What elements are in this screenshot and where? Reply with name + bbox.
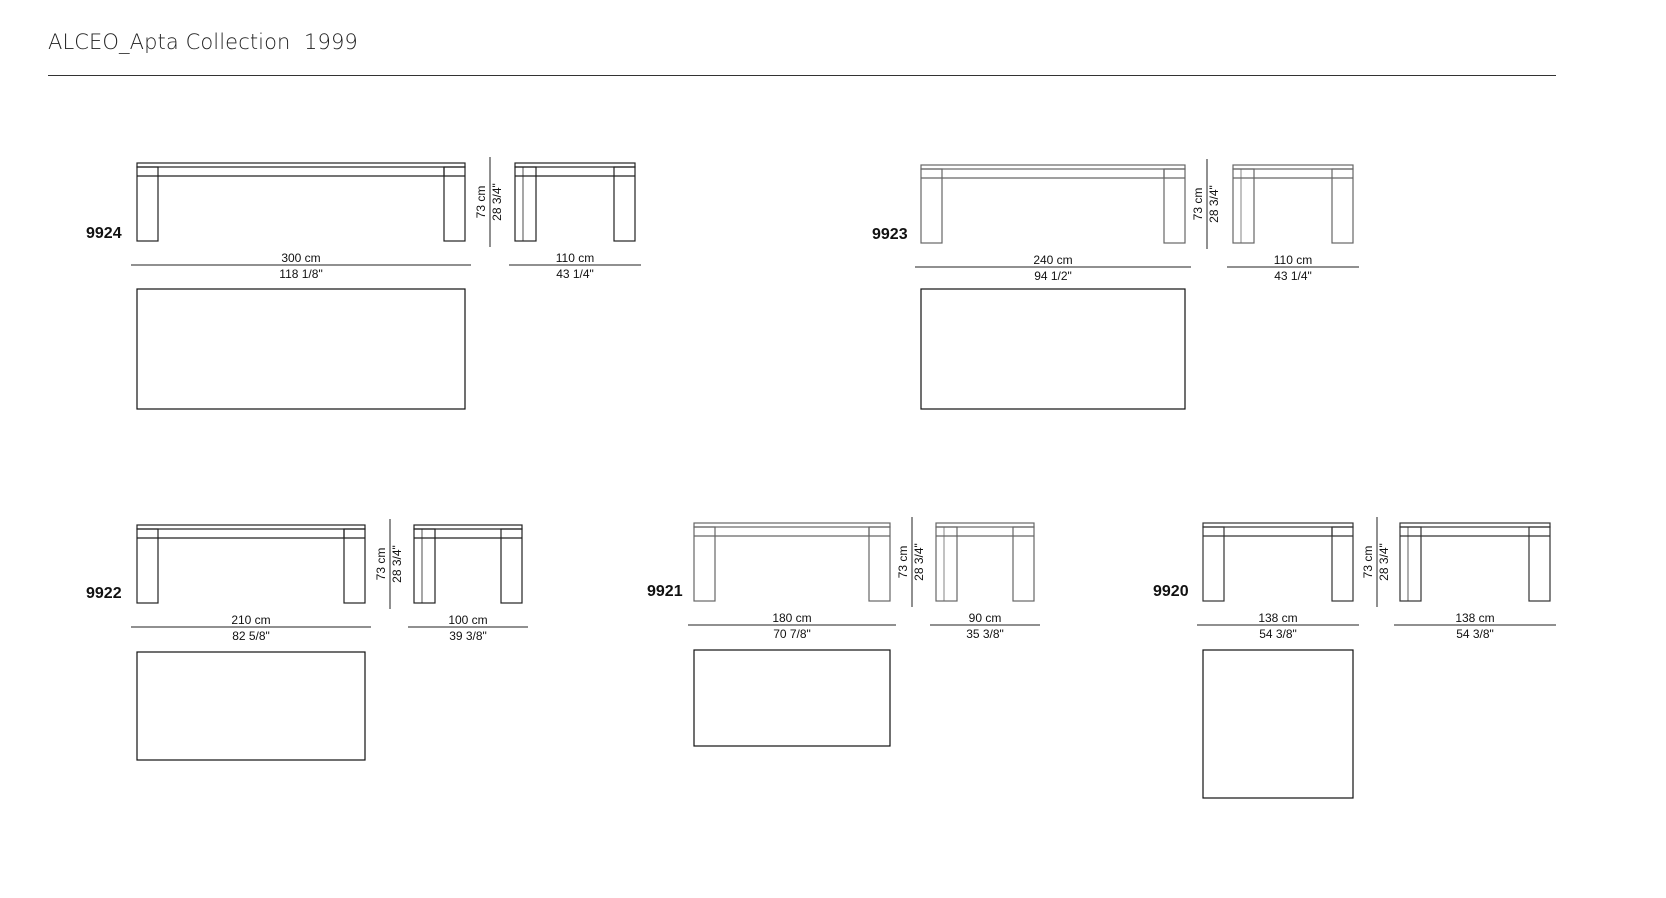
- depth-cm-label: 90 cm: [969, 611, 1002, 625]
- height-cm-label: 73 cm: [374, 548, 388, 581]
- side-leg-left: [413, 528, 436, 604]
- depth-cm-label: 110 cm: [556, 251, 594, 265]
- front-leg-left: [920, 168, 943, 244]
- plan-view-outline: [136, 651, 366, 761]
- side-leg-left: [1399, 526, 1422, 602]
- depth-in-label: 43 1/4": [556, 267, 594, 281]
- side-tabletop: [413, 524, 523, 530]
- front-leg-right: [1163, 168, 1186, 244]
- length-in-label: 82 5/8": [232, 629, 270, 643]
- front-tabletop: [136, 162, 466, 168]
- model-number: 9922: [86, 585, 122, 602]
- depth-in-label: 39 3/8": [449, 629, 487, 643]
- front-leg-right: [343, 528, 366, 604]
- length-in-label: 70 7/8": [773, 627, 811, 641]
- length-cm-label: 138 cm: [1258, 611, 1297, 625]
- height-cm-label: 73 cm: [896, 546, 910, 579]
- length-cm-label: 210 cm: [231, 613, 270, 627]
- front-tabletop: [920, 164, 1186, 170]
- front-leg-left: [1202, 526, 1225, 602]
- front-tabletop: [1202, 522, 1354, 528]
- height-in-label: 28 3/4": [912, 543, 926, 581]
- plan-view-outline: [136, 288, 466, 410]
- model-number: 9920: [1153, 583, 1189, 600]
- depth-in-label: 35 3/8": [966, 627, 1004, 641]
- depth-in-label: 54 3/8": [1456, 627, 1494, 641]
- side-tabletop: [935, 522, 1035, 528]
- plan-view-outline: [1202, 649, 1354, 799]
- front-tabletop: [136, 524, 366, 530]
- front-leg-left: [136, 528, 159, 604]
- length-cm-label: 300 cm: [281, 251, 320, 265]
- side-tabletop: [1232, 164, 1354, 170]
- depth-cm-label: 100 cm: [448, 613, 487, 627]
- plan-view-outline: [920, 288, 1186, 410]
- plan-view-outline: [693, 649, 891, 747]
- side-leg-right: [613, 166, 636, 242]
- length-in-label: 94 1/2": [1034, 269, 1072, 283]
- side-leg-right: [1012, 526, 1035, 602]
- front-leg-right: [443, 166, 466, 242]
- model-number: 9924: [86, 225, 122, 242]
- height-in-label: 28 3/4": [390, 545, 404, 583]
- height-cm-label: 73 cm: [1191, 188, 1205, 221]
- depth-cm-label: 138 cm: [1455, 611, 1494, 625]
- depth-in-label: 43 1/4": [1274, 269, 1312, 283]
- side-tabletop: [1399, 522, 1551, 528]
- height-in-label: 28 3/4": [490, 183, 504, 221]
- model-number: 9921: [647, 583, 683, 600]
- model-number: 9923: [872, 226, 908, 243]
- front-leg-right: [868, 526, 891, 602]
- front-leg-left: [136, 166, 159, 242]
- front-tabletop: [693, 522, 891, 528]
- front-leg-left: [693, 526, 716, 602]
- length-in-label: 54 3/8": [1259, 627, 1297, 641]
- side-leg-right: [1528, 526, 1551, 602]
- side-tabletop: [514, 162, 636, 168]
- side-leg-left: [1232, 168, 1255, 244]
- length-cm-label: 180 cm: [772, 611, 811, 625]
- height-in-label: 28 3/4": [1207, 185, 1221, 223]
- side-leg-right: [1331, 168, 1354, 244]
- side-leg-left: [935, 526, 958, 602]
- front-leg-right: [1331, 526, 1354, 602]
- page-title: ALCEO_Apta Collection 1999: [48, 30, 358, 54]
- side-leg-right: [500, 528, 523, 604]
- header-divider: [48, 75, 1556, 76]
- side-leg-left: [514, 166, 537, 242]
- length-cm-label: 240 cm: [1033, 253, 1072, 267]
- depth-cm-label: 110 cm: [1274, 253, 1312, 267]
- length-in-label: 118 1/8": [279, 267, 322, 281]
- height-cm-label: 73 cm: [474, 186, 488, 219]
- height-cm-label: 73 cm: [1361, 546, 1375, 579]
- height-in-label: 28 3/4": [1377, 543, 1391, 581]
